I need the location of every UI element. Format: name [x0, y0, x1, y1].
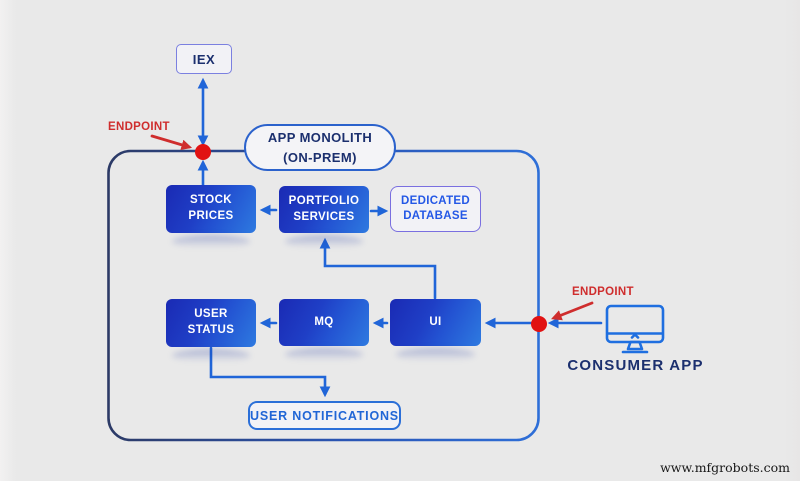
- endpoint-right-pointer-arrow: [551, 301, 594, 321]
- portfolio-line2: SERVICES: [293, 210, 355, 223]
- stock-prices-line1: STOCK: [189, 194, 233, 207]
- node-ui: UI: [390, 299, 481, 346]
- dedicated-db-line1: DEDICATED: [401, 195, 470, 208]
- node-portfolio-services: PORTFOLIO SERVICES: [279, 186, 369, 233]
- user-notifications-label: USER NOTIFICATIONS: [250, 408, 399, 423]
- edge-ui-to-portfolio: [319, 237, 437, 300]
- node-user-notifications: USER NOTIFICATIONS: [248, 401, 401, 430]
- mq-label: MQ: [314, 315, 334, 328]
- edge-user-status-to-notifications: [209, 346, 331, 398]
- app-monolith-line2: (ON-PREM): [283, 149, 357, 165]
- stock-prices-line2: PRICES: [188, 210, 234, 222]
- endpoint-left-label: ENDPOINT: [108, 121, 170, 133]
- monitor-icon: [605, 304, 665, 354]
- dedicated-db-line2: DATABASE: [403, 210, 468, 222]
- consumer-app-label: CONSUMER APP: [567, 357, 704, 374]
- endpoint-right-label: ENDPOINT: [572, 286, 634, 298]
- ui-label: UI: [429, 315, 442, 328]
- node-user-status: USER STATUS: [166, 299, 256, 347]
- node-app-monolith: APP MONOLITH (ON-PREM): [244, 124, 396, 171]
- node-mq: MQ: [279, 299, 369, 346]
- watermark: www.mfgrobots.com: [660, 460, 790, 475]
- node-dedicated-database: DEDICATED DATABASE: [390, 186, 481, 232]
- endpoint-dot-left: [195, 144, 211, 160]
- app-monolith-line1: APP MONOLITH: [267, 130, 373, 145]
- portfolio-line1: PORTFOLIO: [288, 194, 360, 207]
- node-stock-prices: STOCK PRICES: [166, 185, 256, 233]
- user-status-line1: USER: [194, 308, 228, 321]
- user-status-line2: STATUS: [187, 324, 235, 336]
- endpoint-dot-right: [531, 316, 547, 332]
- endpoint-left-pointer-arrow: [150, 134, 193, 150]
- node-iex-label: IEX: [192, 51, 216, 67]
- node-iex: IEX: [176, 44, 232, 74]
